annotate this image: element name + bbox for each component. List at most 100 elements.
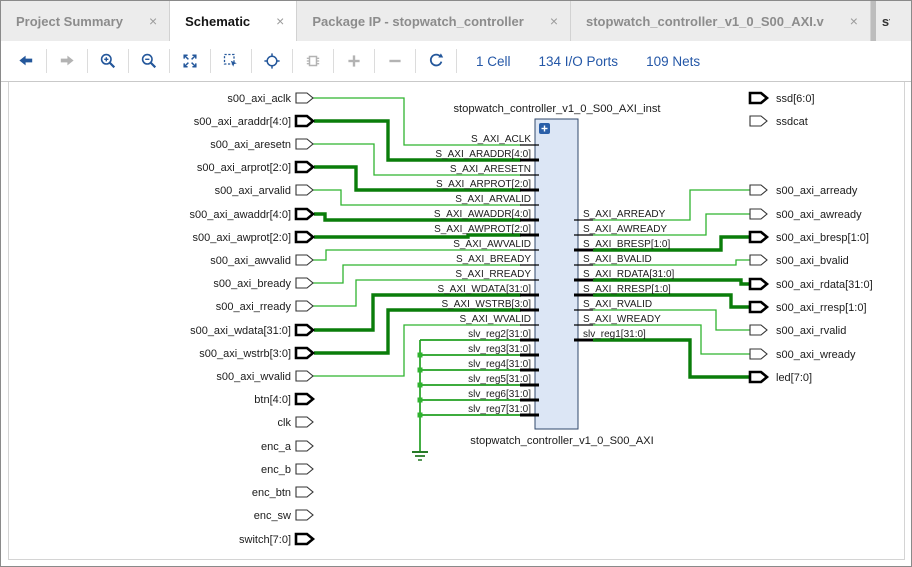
port-clk[interactable] — [295, 416, 314, 428]
tab-project-summary[interactable]: Project Summary× — [1, 1, 171, 41]
port-label: ssdcat — [776, 116, 808, 128]
tab-package-ip-stopwatch-controller[interactable]: Package IP - stopwatch_controller × — [297, 1, 571, 41]
bus-wire[interactable] — [314, 308, 521, 355]
bus-wire[interactable] — [314, 233, 521, 239]
zoom-fit-button[interactable] — [175, 46, 205, 76]
port-ssdcat[interactable] — [749, 115, 768, 127]
pin-label: S_AXI_WVALID — [459, 314, 531, 325]
port-s00_axi_aclk[interactable] — [295, 92, 314, 104]
net-wire[interactable] — [593, 324, 750, 355]
net-wire[interactable] — [593, 189, 750, 221]
port-s00_axi_arprot[2:0][interactable] — [294, 160, 316, 174]
tab-stopwatch-controller-v1-0-s00-axi-v[interactable]: stopwatch_controller_v1_0_S00_AXI.v× — [571, 1, 871, 41]
port-s00_axi_wdata[31:0][interactable] — [294, 323, 316, 337]
toggle-cell-button[interactable] — [298, 46, 328, 76]
zoom-in-button[interactable] — [93, 46, 123, 76]
port-s00_axi_arready[interactable] — [749, 184, 768, 196]
toolbar-separator — [251, 49, 252, 73]
tab-close-icon[interactable]: × — [849, 13, 858, 29]
tab-close-icon[interactable]: × — [276, 13, 285, 29]
bus-wire[interactable] — [314, 293, 521, 332]
port-s00_axi_rresp[1:0][interactable] — [748, 300, 770, 314]
pin-label: S_AXI_AWVALID — [453, 239, 531, 250]
net-wire[interactable] — [593, 213, 750, 236]
pin-label: slv_reg3[31:0] — [468, 344, 531, 355]
regenerate-button[interactable] — [421, 46, 451, 76]
port-s00_axi_rvalid[interactable] — [749, 324, 768, 336]
net-wire[interactable] — [313, 189, 521, 206]
bus-wire[interactable] — [593, 235, 750, 252]
port-s00_axi_arvalid[interactable] — [295, 184, 314, 196]
bus-wire[interactable] — [314, 119, 521, 162]
tab-schematic[interactable]: Schematic× — [170, 1, 298, 41]
forward-icon — [60, 55, 74, 66]
tab-label: st — [881, 13, 890, 29]
bus-wire[interactable] — [593, 278, 750, 286]
port-led[7:0][interactable] — [748, 370, 770, 384]
port-s00_axi_awvalid[interactable] — [295, 254, 314, 266]
port-s00_axi_aresetn[interactable] — [295, 138, 314, 150]
back-button[interactable] — [11, 46, 41, 76]
net-wire[interactable] — [593, 309, 750, 331]
port-btn[4:0][interactable] — [294, 392, 316, 406]
net-wire[interactable] — [313, 249, 521, 261]
port-s00_axi_araddr[4:0][interactable] — [294, 114, 316, 128]
autofit-selection-button[interactable] — [257, 46, 287, 76]
port-enc_btn[interactable] — [295, 486, 314, 498]
port-label: s00_axi_aresetn — [210, 139, 291, 151]
net-wire[interactable] — [593, 259, 750, 266]
port-label: s00_axi_rresp[1:0] — [776, 302, 867, 314]
zoom-in-icon — [100, 53, 116, 69]
port-label: ssd[6:0] — [776, 93, 815, 105]
port-s00_axi_bresp[1:0][interactable] — [748, 230, 770, 244]
port-label: s00_axi_awvalid — [210, 255, 291, 267]
net-wire[interactable] — [313, 143, 521, 176]
port-enc_sw[interactable] — [295, 509, 314, 521]
tab-st[interactable]: st — [875, 1, 890, 41]
port-label: btn[4:0] — [254, 394, 291, 406]
port-s00_axi_awprot[2:0][interactable] — [294, 230, 316, 244]
pin-label: S_AXI_AWPROT[2:0] — [434, 224, 531, 235]
tab-label: Package IP - stopwatch_controller — [312, 13, 524, 29]
net-wire[interactable] — [313, 279, 521, 307]
port-label: s00_axi_awprot[2:0] — [193, 232, 291, 244]
schematic-canvas[interactable]: stopwatch_controller_v1_0_S00_AXI_instst… — [9, 82, 904, 559]
port-s00_axi_wstrb[3:0][interactable] — [294, 346, 316, 360]
port-s00_axi_wvalid[interactable] — [295, 370, 314, 382]
instance-block[interactable] — [534, 118, 579, 430]
port-s00_axi_wready[interactable] — [749, 348, 768, 360]
port-s00_axi_awaddr[4:0][interactable] — [294, 207, 316, 221]
zoom-out-button[interactable] — [134, 46, 164, 76]
port-enc_b[interactable] — [295, 463, 314, 475]
toggle-cell-icon — [306, 55, 320, 67]
port-enc_a[interactable] — [295, 440, 314, 452]
forward-button[interactable] — [52, 46, 82, 76]
bus-wire[interactable] — [314, 212, 521, 222]
net-junction — [417, 412, 423, 418]
port-label: s00_axi_bresp[1:0] — [776, 232, 869, 244]
pin-label: S_AXI_ARVALID — [455, 194, 531, 205]
tab-close-icon[interactable]: × — [549, 13, 558, 29]
port-s00_axi_rready[interactable] — [295, 300, 314, 312]
bus-wire[interactable] — [593, 293, 750, 309]
collapse-button[interactable] — [380, 46, 410, 76]
port-switch[7:0][interactable] — [294, 532, 316, 546]
bus-wire[interactable] — [314, 165, 521, 192]
port-s00_axi_awready[interactable] — [749, 208, 768, 220]
port-s00_axi_bvalid[interactable] — [749, 254, 768, 266]
net-wire[interactable] — [313, 324, 521, 377]
toolbar-separator — [128, 49, 129, 73]
net-wire[interactable] — [313, 97, 521, 146]
pin-label: slv_reg4[31:0] — [468, 359, 531, 370]
port-s00_axi_rdata[31:0][interactable] — [748, 277, 770, 291]
zoom-selection-button[interactable] — [216, 46, 246, 76]
bus-wire[interactable] — [593, 338, 750, 379]
net-wire[interactable] — [313, 264, 521, 284]
port-s00_axi_bready[interactable] — [295, 277, 314, 289]
net-junction — [417, 382, 423, 388]
port-ssd[6:0][interactable] — [748, 91, 770, 105]
tab-close-icon[interactable]: × — [148, 13, 158, 29]
toolbar-separator — [374, 49, 375, 73]
expand-button[interactable] — [339, 46, 369, 76]
